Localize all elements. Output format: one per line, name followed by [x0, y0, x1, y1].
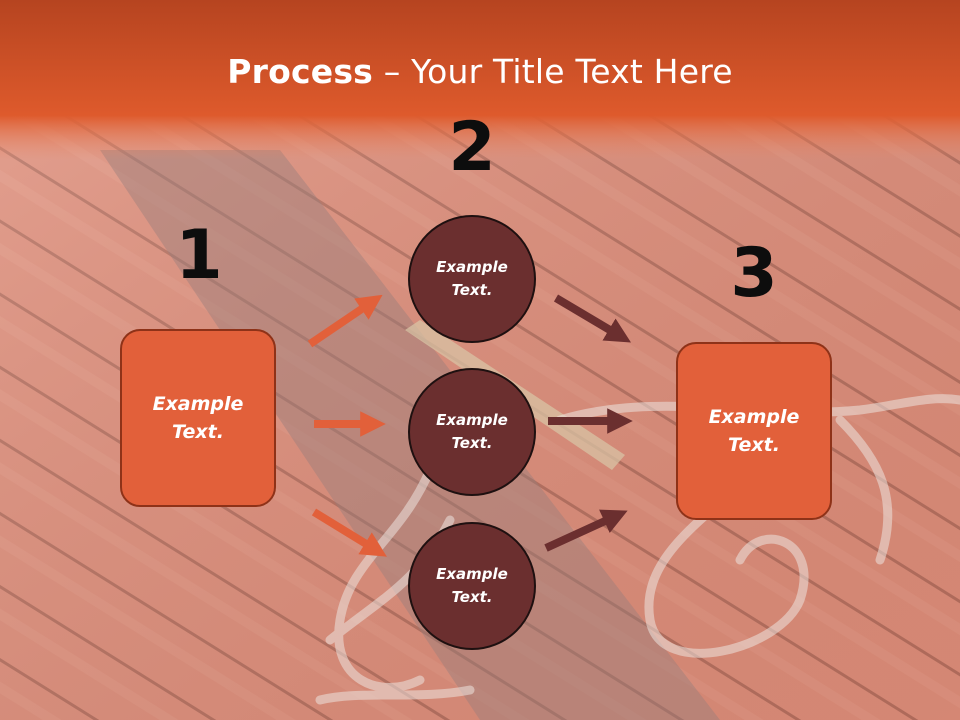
- circle-bottom-text: Example Text.: [436, 564, 508, 606]
- title-rest: – Your Title Text Here: [373, 52, 733, 91]
- step-2-circle-bottom: Example Text.: [408, 522, 536, 650]
- step-2-circle-top: Example Text.: [408, 215, 536, 343]
- step-1-box: Example Text.: [120, 329, 276, 507]
- step-number-1: 1: [175, 216, 223, 295]
- step-3-text: Example Text.: [708, 405, 800, 457]
- step-number-2: 2: [448, 108, 496, 187]
- arrow-1-to-top: [307, 294, 383, 348]
- step-1-text: Example Text.: [152, 392, 244, 444]
- step-3-box: Example Text.: [676, 342, 832, 520]
- circle-top-text: Example Text.: [436, 257, 508, 299]
- circle-middle-text: Example Text.: [436, 410, 508, 452]
- arrow-top-to-3: [553, 294, 632, 343]
- step-number-3: 3: [730, 234, 778, 313]
- arrow-1-to-bottom: [311, 508, 387, 557]
- title-bold: Process: [227, 52, 374, 91]
- step-2-circle-middle: Example Text.: [408, 368, 536, 496]
- page-title: Process – Your Title Text Here: [0, 52, 960, 91]
- arrow-bottom-to-3: [544, 509, 628, 552]
